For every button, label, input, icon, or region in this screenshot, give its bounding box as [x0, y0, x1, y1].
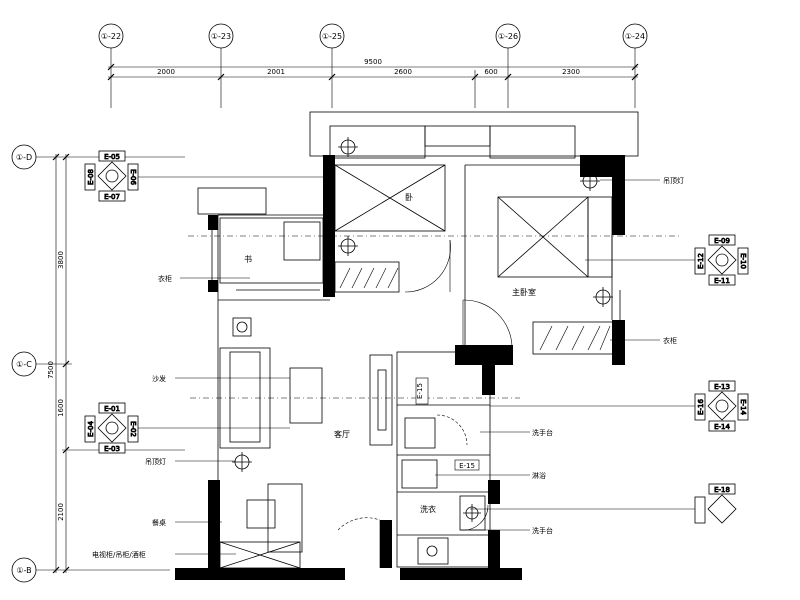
callout-label: 洗手台 [532, 428, 553, 437]
elevation-marker [694, 234, 749, 286]
fixture-tags [415, 377, 480, 471]
callout-label: 淋浴 [532, 471, 546, 480]
light-icon [580, 171, 600, 191]
elevation-marker [84, 150, 139, 202]
axis-bubble: ①-B [11, 557, 37, 583]
callout-label: 电视柜/吊柜/酒柜 [92, 550, 146, 559]
elevation-ref: E-14 [739, 399, 747, 415]
axis-label: ①-26 [498, 32, 518, 41]
callout-label: 吊顶灯 [145, 457, 166, 466]
elevation-ref: E-07 [104, 193, 120, 201]
callout-label: 沙发 [152, 374, 166, 383]
axis-lines [188, 235, 680, 399]
axis-label: ①-C [16, 360, 32, 369]
axis-bubble: ①-25 [319, 23, 345, 49]
room-label: 卧 [405, 193, 413, 202]
dim-total-left: 7500 [47, 361, 55, 379]
dim-segment: 1600 [57, 399, 65, 417]
top-dimension [107, 48, 639, 108]
elevation-ref: E-08 [87, 169, 95, 185]
axis-label: ①-25 [322, 32, 342, 41]
axis-bubble: ①-24 [622, 23, 648, 49]
dim-segment: 2100 [57, 503, 65, 521]
fixture-tag: E-15 [416, 383, 424, 399]
elevation-ref: E-03 [104, 445, 120, 453]
elevation-symbols: E-05 E-07 E-08 E-06 E-09 E-11 E-12 E-10 … [84, 150, 749, 524]
axis-bubble: ①-26 [495, 23, 521, 49]
light-icon [232, 317, 252, 337]
dim-segment: 2300 [562, 68, 580, 76]
elevation-ref: E-09 [714, 237, 730, 245]
left-axis-bubbles: ①-D ①-C ①-B [11, 144, 37, 583]
leader-lines [138, 176, 695, 555]
axis-label: ①-24 [625, 32, 645, 41]
dim-segment: 2001 [267, 68, 285, 76]
elevation-ref: E-10 [739, 253, 747, 269]
light-icon [463, 504, 481, 522]
elevation-ref: E-04 [87, 421, 95, 437]
elevation-marker [694, 483, 737, 524]
walls [175, 155, 625, 580]
callout-label: 衣柜 [663, 336, 677, 345]
ceiling-lights [232, 137, 613, 557]
room-label: 书 [244, 254, 252, 264]
top-axis-bubbles: ①-22 ①-23 ①-25 ①-26 ①-24 [98, 23, 648, 49]
room-label: 洗衣 [420, 504, 436, 514]
light-icon [338, 236, 358, 256]
axis-bubble: ①-D [11, 144, 37, 170]
axis-label: ①-22 [101, 32, 121, 41]
elevation-ref: E-06 [129, 169, 137, 185]
elevation-ref: E-16 [697, 399, 705, 415]
dim-segment: 600 [484, 68, 497, 76]
dim-total-top: 9500 [364, 58, 382, 66]
elevation-ref: E-05 [104, 153, 120, 161]
axis-bubble: ①-23 [208, 23, 234, 49]
axis-label: ①-D [16, 153, 32, 162]
doors [337, 239, 513, 568]
dim-segment: 3800 [57, 251, 65, 269]
elevation-ref: E-14 [714, 423, 730, 431]
room-label: 客厅 [334, 429, 350, 439]
elevation-ref: E-12 [697, 253, 705, 269]
axis-label: ①-23 [211, 32, 231, 41]
elevation-ref: E-01 [104, 405, 120, 413]
room-label: 主卧室 [512, 287, 536, 297]
light-icon [232, 452, 252, 472]
elevation-marker [84, 402, 139, 454]
callout-label: 衣柜 [158, 274, 172, 283]
axis-bubble: ①-C [11, 351, 37, 377]
elevation-marker [694, 380, 749, 432]
fixture-tag: E-15 [459, 462, 475, 470]
elevation-ref: E-13 [714, 383, 730, 391]
elevation-ref: E-02 [129, 421, 137, 437]
axis-bubble: ①-22 [98, 23, 124, 49]
callout-label: 餐桌 [152, 518, 166, 527]
wardrobe-hatch [339, 267, 611, 351]
light-icon [338, 137, 358, 157]
elevation-ref: E-18 [714, 486, 730, 494]
elevation-ref: E-11 [714, 277, 730, 285]
callout-label: 洗手台 [532, 526, 553, 535]
dim-segment: 2000 [157, 68, 175, 76]
dim-segment: 2600 [394, 68, 412, 76]
callout-label: 吊顶灯 [663, 176, 684, 185]
partitions [197, 111, 639, 569]
axis-label: ①-B [16, 566, 31, 575]
light-icon [593, 287, 613, 307]
light-icon [426, 545, 438, 557]
